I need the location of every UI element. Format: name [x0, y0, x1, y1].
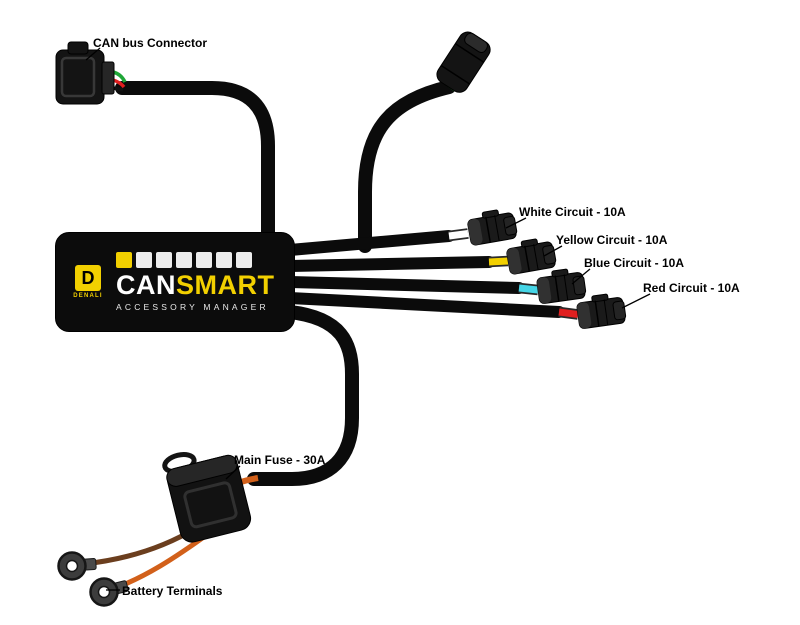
- label-main-fuse: Main Fuse - 30A: [234, 453, 326, 467]
- diagnostic-cable: [358, 80, 456, 253]
- device-subtitle: ACCESSORY MANAGER: [116, 301, 269, 312]
- can-bus-cable: [115, 81, 275, 249]
- main-fuse-holder: [162, 452, 252, 543]
- harness-cables: [115, 80, 565, 486]
- device-face: CANSMART ACCESSORY MANAGER: [116, 252, 275, 312]
- status-led-row: [116, 252, 275, 269]
- label-can-bus-connector: CAN bus Connector: [93, 36, 207, 50]
- device-name: CANSMART: [116, 271, 275, 299]
- label-blue-circuit: Blue Circuit - 10A: [584, 256, 685, 270]
- status-led: [136, 252, 152, 269]
- device-name-can: CAN: [116, 270, 176, 301]
- status-led: [236, 252, 252, 269]
- red-circuit-cable: [284, 292, 565, 318]
- status-led: [196, 252, 212, 269]
- device-name-smart: SMART: [176, 270, 275, 301]
- status-led: [156, 252, 172, 269]
- white-wire-segment: [448, 230, 469, 240]
- status-led: [176, 252, 192, 269]
- battery-wire-brown: [83, 525, 198, 567]
- white-circuit-cable: [284, 230, 455, 256]
- denali-logo: D DENALI: [69, 265, 107, 299]
- blue-wire-segment: [518, 284, 539, 294]
- diagnostic-connector: [436, 31, 491, 93]
- blue-circuit-cable: [284, 276, 525, 294]
- label-battery-terminals: Battery Terminals: [122, 584, 223, 598]
- yellow-wire-segment: [488, 257, 509, 266]
- denali-logo-mark: D: [75, 265, 101, 291]
- label-yellow-circuit: Yellow Circuit - 10A: [556, 233, 668, 247]
- status-led: [216, 252, 232, 269]
- circuit-wire-segments: [448, 228, 579, 320]
- label-white-circuit: White Circuit - 10A: [519, 205, 626, 219]
- can-bus-connector: [55, 41, 127, 105]
- cansmart-controller: D DENALI CANSMART ACCESSORY MANAGER: [55, 232, 295, 332]
- power-feed-cable: [247, 305, 359, 486]
- status-led-active: [116, 252, 132, 269]
- yellow-circuit-cable: [284, 256, 495, 272]
- yellow-circuit-connector: [504, 235, 558, 276]
- battery-terminal: [57, 551, 97, 581]
- label-red-circuit: Red Circuit - 10A: [643, 281, 740, 295]
- blue-circuit-connector: [534, 266, 588, 305]
- denali-brand-text: DENALI: [73, 293, 103, 299]
- leader-lines: [85, 47, 651, 591]
- red-wire-segment: [558, 308, 579, 318]
- battery-terminal: [89, 577, 129, 607]
